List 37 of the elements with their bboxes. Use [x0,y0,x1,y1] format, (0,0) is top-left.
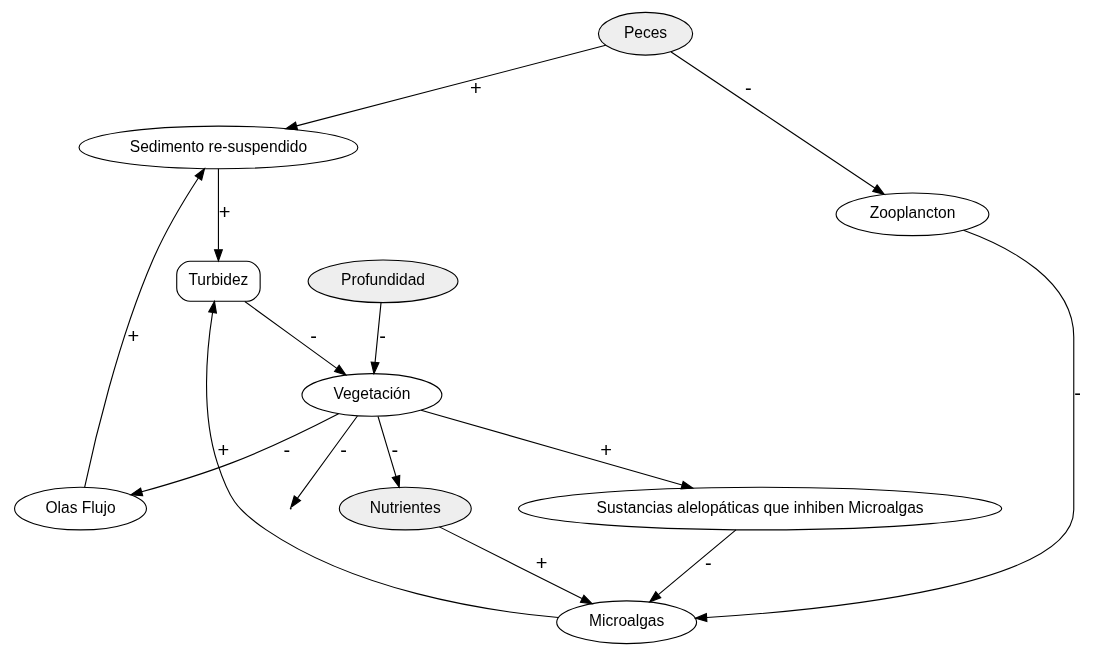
edge-label: - [378,325,386,348]
arrow [420,409,694,490]
arrow [213,168,223,263]
node-ellipse: Zooplancton [835,192,989,237]
edge-label: + [218,201,230,224]
arrow [670,51,886,196]
edge-label: - [1073,381,1081,404]
node-ellipse: Sedimento re-suspendido [78,125,358,170]
edge-label: - [283,438,290,461]
edge-label: + [127,325,139,348]
arrow [83,167,205,488]
node-ellipse: Microalgas [555,600,697,645]
arrow [205,299,559,619]
arrow [289,415,358,509]
arrow [128,413,339,497]
edge-label: - [339,438,347,461]
arrow [693,229,1074,623]
edge-label: - [704,552,712,575]
edge-label: + [217,438,229,461]
arrow [647,529,736,603]
arrow [377,415,400,489]
node-ellipse: Sustancias alelopáticas que inhiben Microalgas [517,486,1002,531]
edge-label: + [535,552,547,575]
node-ellipse: Nutrientes [338,486,472,531]
edge-label: + [469,77,482,100]
edge-label: + [599,438,612,461]
arrow [243,301,347,376]
edge-label: - [744,77,752,100]
edge-label: - [309,325,317,348]
node-ellipse: Profundidad [307,259,458,304]
arrow [438,526,594,605]
edge-label: - [390,438,398,461]
node-box: Turbidez [175,260,261,302]
arrow [369,302,382,376]
node-ellipse: Peces [597,11,693,56]
node-ellipse: Vegetación [300,373,442,417]
arrow [283,44,606,131]
